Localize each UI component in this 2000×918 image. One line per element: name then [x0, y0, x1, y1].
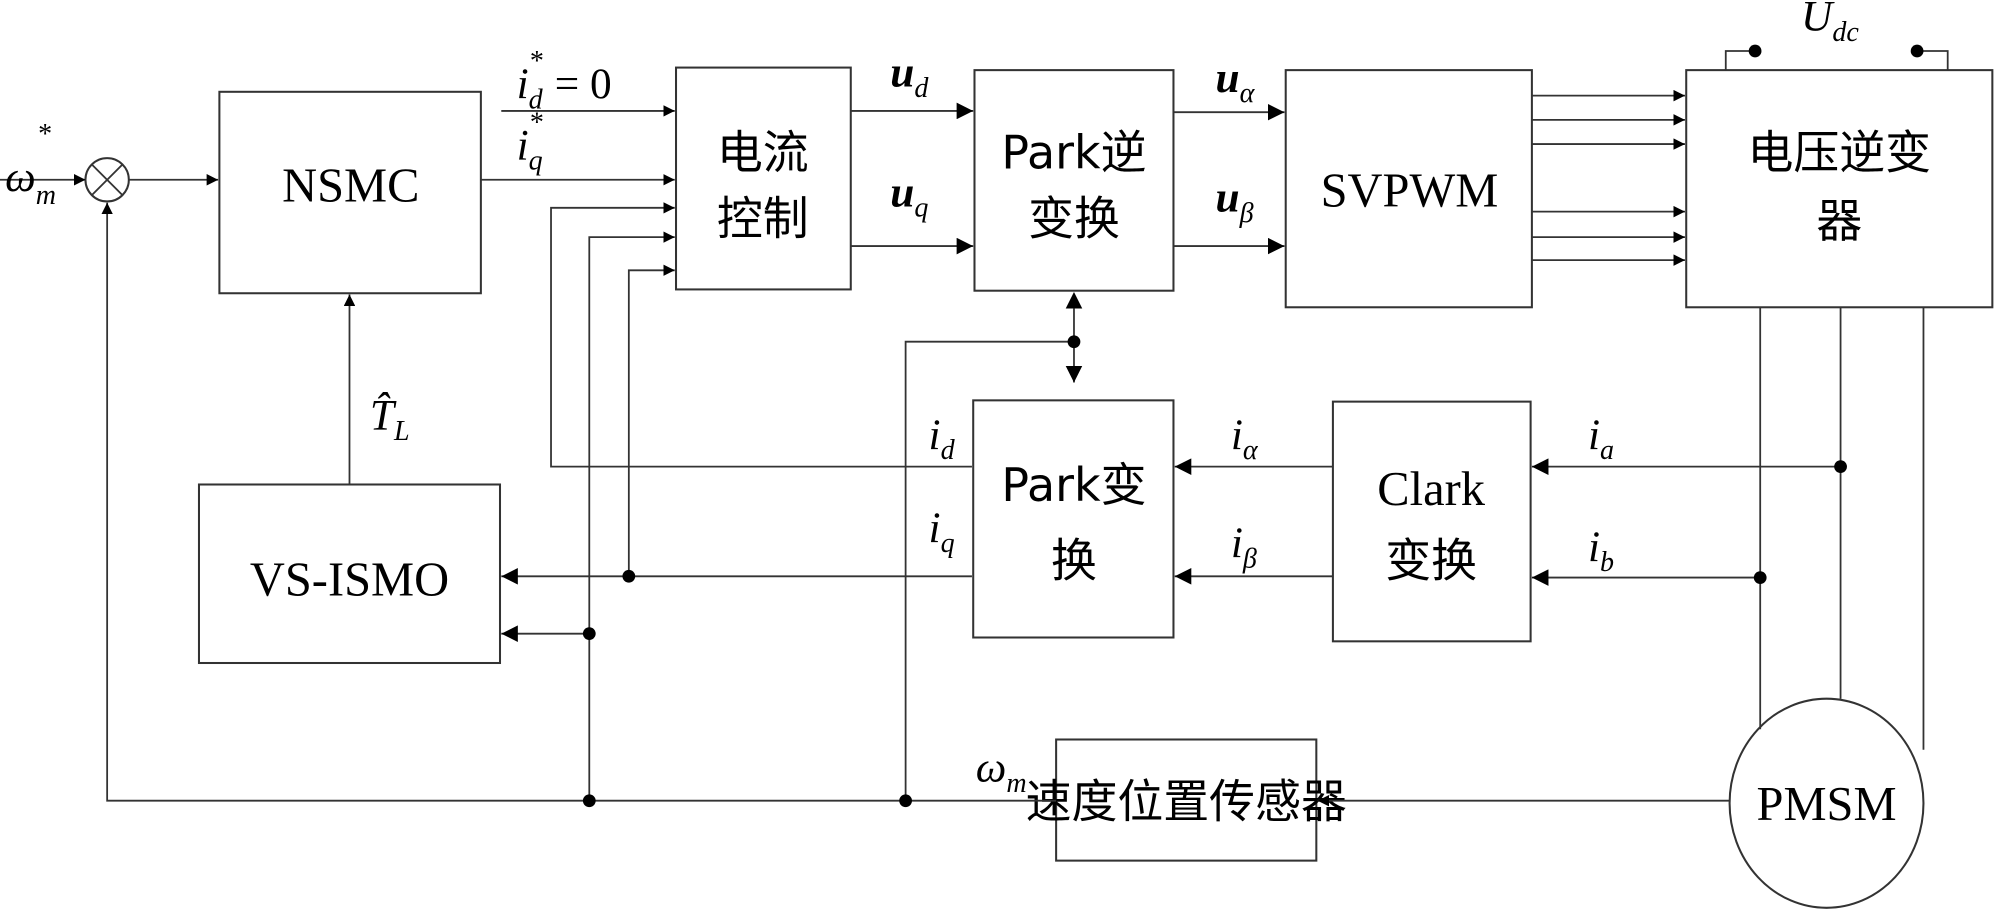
pmsm-label: PMSM [1757, 778, 1897, 831]
inverse-park-label-1: Park逆 [1001, 125, 1146, 179]
label-iq: iq [929, 504, 955, 559]
label-iq-ref: iq* [517, 107, 544, 176]
label-load-torque-estimate: T̂L [370, 392, 410, 447]
nsmc-block: NSMC [218, 90, 482, 295]
nsmc-label: NSMC [282, 159, 419, 212]
inverter-label-1: 电压逆变 [1747, 125, 1931, 179]
summing-junction [84, 157, 130, 203]
inverse-park-label-2: 变换 [1028, 192, 1120, 246]
current-control-label-1: 电流 [717, 125, 809, 179]
vs-ismo-label: VS-ISMO [250, 553, 449, 606]
label-ibeta: iβ [1231, 519, 1257, 574]
park-label-2: 换 [1051, 533, 1097, 587]
label-id: id [929, 411, 956, 466]
inverter-block: 电压逆变 器 [1685, 69, 1994, 309]
park-block: Park变 换 [972, 399, 1175, 639]
park-label-1: Park变 [1001, 458, 1146, 512]
sensor-block: 速度位置传感器 [1026, 738, 1347, 862]
current-control-block: 电流 控制 [675, 66, 852, 291]
label-id-ref: id* = 0 [517, 46, 612, 115]
current-control-label-2: 控制 [717, 192, 809, 246]
clark-label-1: Clark [1377, 463, 1485, 516]
label-ia: ia [1588, 411, 1614, 466]
label-udc: Udc [1801, 0, 1859, 48]
label-ualpha: uα [1216, 54, 1256, 109]
label-ud: ud [890, 49, 929, 104]
label-ib: ib [1588, 523, 1614, 578]
junction-dots [582, 44, 1924, 808]
sensor-label: 速度位置传感器 [1026, 774, 1347, 828]
label-omega-m: ωm [976, 744, 1027, 799]
pmsm-motor: PMSM [1728, 697, 1925, 909]
svpwm-block: SVPWM [1284, 69, 1533, 309]
label-ialpha: iα [1231, 411, 1259, 466]
clark-block: Clark 变换 [1331, 400, 1532, 643]
inverter-label-2: 器 [1816, 194, 1862, 248]
clark-label-2: 变换 [1385, 533, 1477, 587]
vs-ismo-block: VS-ISMO [197, 483, 502, 665]
signal-wires [0, 50, 1949, 807]
label-uq: uq [890, 169, 928, 224]
inverse-park-block: Park逆 变换 [973, 69, 1175, 292]
label-omega-ref: ωm* [5, 119, 56, 211]
label-ubeta: uβ [1216, 174, 1254, 229]
svpwm-label: SVPWM [1321, 165, 1499, 218]
